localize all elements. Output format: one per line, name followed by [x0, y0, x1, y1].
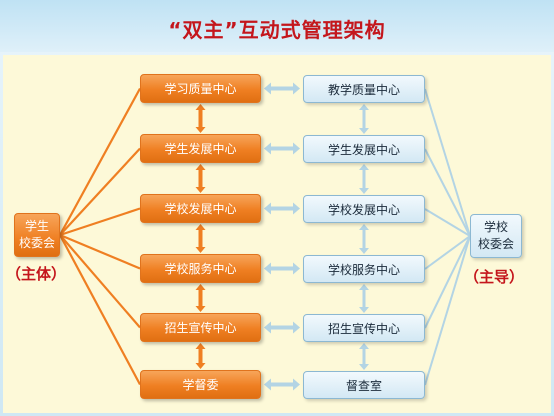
student-center-5: 招生宣传中心 [140, 313, 261, 342]
school-vertical-arrow-2-head-down [359, 188, 369, 194]
school-fan-line-2 [424, 148, 471, 237]
school-vertical-arrow-3-head-down [359, 248, 369, 254]
student-committee-box: 学生 校委会 [14, 213, 60, 257]
student-vertical-arrow-3-head-down [195, 247, 206, 253]
school-committee-line2: 校委会 [477, 237, 514, 251]
school-center-1: 教学质量中心 [303, 75, 425, 103]
slide-title: “双主”互动式管理架构 [168, 18, 386, 42]
title-band [0, 0, 554, 52]
school-fan-line-6 [424, 235, 471, 386]
cross-arrow-5-head-right [293, 321, 300, 334]
school-vertical-arrow-1-head-up [359, 104, 369, 110]
school-center-2: 学生发展中心 [303, 135, 425, 163]
student-fan-line-3 [59, 207, 141, 237]
student-vertical-arrow-4-head-up [195, 284, 206, 290]
student-fan-line-5 [59, 234, 141, 329]
student-vertical-arrow-2-head-up [195, 164, 206, 170]
student-fan-line-1 [59, 87, 141, 236]
student-vertical-arrow-2-head-down [195, 187, 206, 193]
school-center-4: 学校服务中心 [303, 255, 425, 283]
student-fan-line-6 [59, 234, 141, 386]
student-committee-line1: 学生 [24, 219, 49, 233]
student-vertical-arrow-4-head-down [195, 306, 206, 312]
school-vertical-arrow-4-head-down [359, 307, 369, 313]
school-vertical-arrow-4-head-up [359, 284, 369, 290]
school-vertical-arrow-2-head-up [359, 164, 369, 170]
student-vertical-arrow-3-head-up [195, 224, 206, 230]
student-role-label: （主体） [6, 265, 67, 283]
student-vertical-arrow-1-head-down [195, 127, 206, 133]
cross-arrow-3-head-left [264, 202, 271, 215]
student-fan-line-2 [59, 147, 141, 236]
school-committee-box: 学校 校委会 [470, 214, 522, 258]
school-vertical-arrow-3-head-up [359, 224, 369, 230]
student-center-4: 学校服务中心 [140, 254, 261, 283]
school-fan-line-3 [424, 208, 471, 237]
school-vertical-arrow-5-head-up [359, 343, 369, 349]
diagram-panel [3, 55, 551, 413]
school-center-3: 学校发展中心 [303, 195, 425, 223]
school-center-6: 督查室 [303, 371, 425, 399]
cross-arrow-5-head-left [264, 321, 271, 334]
cross-arrow-6-head-left [264, 378, 271, 391]
student-vertical-arrow-5-head-down [195, 363, 206, 369]
student-committee-line2: 校委会 [18, 236, 55, 250]
school-committee-line1: 学校 [483, 220, 508, 234]
cross-arrow-3-head-right [293, 202, 300, 215]
student-vertical-arrow-1-head-up [195, 104, 206, 110]
cross-arrow-4-head-right [293, 262, 300, 275]
school-center-5: 招生宣传中心 [303, 314, 425, 342]
school-fan-line-5 [424, 235, 471, 329]
cross-arrow-2-head-left [264, 142, 271, 155]
student-center-6: 学督委 [140, 370, 261, 399]
school-fan-line-4 [424, 235, 471, 270]
cross-arrow-2-head-right [293, 142, 300, 155]
school-role-label: （主导） [464, 268, 525, 286]
student-center-2: 学生发展中心 [140, 134, 261, 163]
school-vertical-arrow-5-head-down [359, 364, 369, 370]
cross-arrow-1-head-right [293, 82, 300, 95]
school-vertical-arrow-1-head-down [359, 128, 369, 134]
student-center-3: 学校发展中心 [140, 194, 261, 223]
student-vertical-arrow-5-head-up [195, 343, 206, 349]
school-fan-line-1 [424, 88, 471, 237]
cross-arrow-6-head-right [293, 378, 300, 391]
cross-arrow-4-head-left [264, 262, 271, 275]
student-center-1: 学习质量中心 [140, 74, 261, 103]
student-fan-line-4 [59, 233, 141, 270]
cross-arrow-1-head-left [264, 82, 271, 95]
